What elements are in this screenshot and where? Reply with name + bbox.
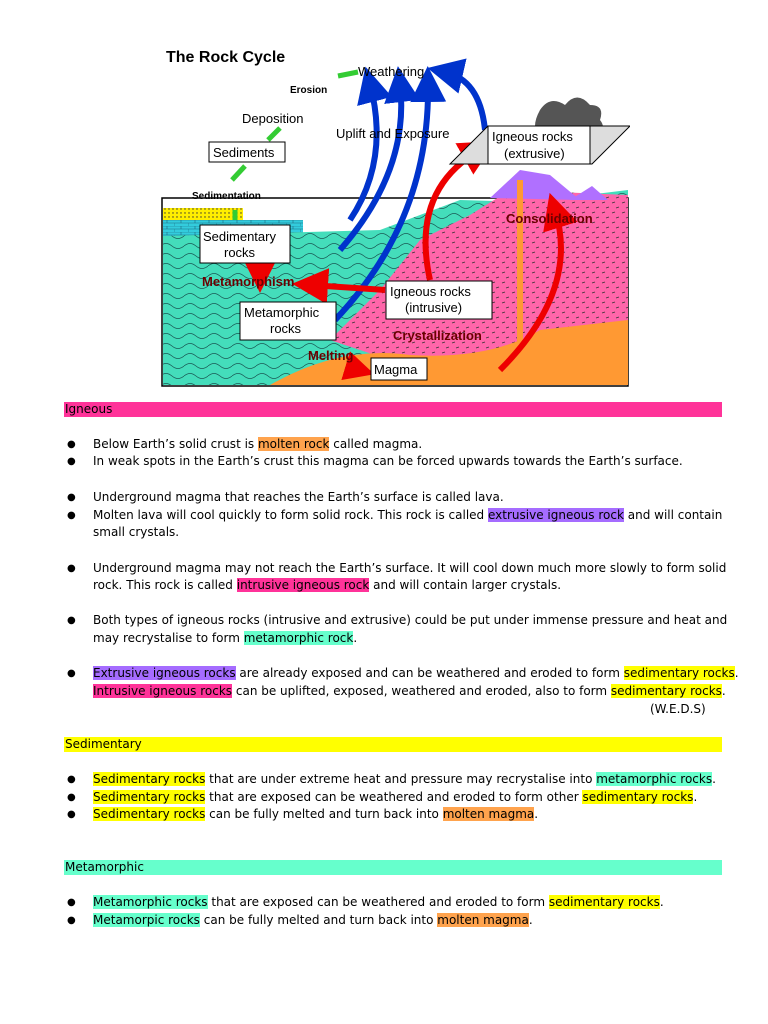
bullet: ● — [67, 897, 76, 908]
igneous-line-4-cont: small crystals. — [93, 525, 180, 539]
igneous-heading: Igneous — [64, 402, 722, 417]
bullet: ● — [67, 915, 76, 926]
igneous-line-1: Below Earth’s solid crust is molten rock… — [93, 437, 423, 451]
sedimentary-line-1: Sedimentary rocks that are under extreme… — [93, 772, 716, 786]
igneous-area — [330, 190, 628, 370]
igneous-line-2: In weak spots in the Earth’s crust this … — [93, 454, 683, 468]
igneous-line-4: Molten lava will cool quickly to form so… — [93, 508, 723, 522]
label-deposition: Deposition — [242, 111, 303, 126]
label-weathering: Weathering — [358, 64, 424, 79]
igneous-line-5: Underground magma may not reach the Eart… — [93, 561, 727, 575]
volcano — [490, 170, 580, 200]
rock-cycle-svg: The Rock Cycle W — [161, 49, 630, 387]
bullet: ● — [67, 774, 76, 785]
bullet: ● — [67, 492, 76, 503]
igneous-line-8: may recrystalise to form metamorphic roc… — [93, 631, 358, 645]
diagram-title: The Rock Cycle — [166, 49, 285, 66]
weds-note: (W.E.D.S) — [650, 702, 706, 716]
sedimentary-line-3: Sedimentary rocks can be fully melted an… — [93, 807, 539, 821]
rock-cycle-diagram: The Rock Cycle W — [160, 40, 630, 388]
bullet: ● — [67, 792, 76, 803]
sedimentary-line-2: Sedimentary rocks that are exposed can b… — [93, 790, 698, 804]
label-magma: Magma — [374, 362, 418, 377]
label-consolidation: Consolidation — [506, 211, 593, 226]
igneous-line-7: Both types of igneous rocks (intrusive a… — [93, 613, 728, 627]
label-igneous-intrusive-1: Igneous rocks — [390, 284, 471, 299]
label-igneous-intrusive-2: (intrusive) — [405, 300, 462, 315]
label-sedimentary-rocks-2: rocks — [224, 245, 256, 260]
label-crystallization: Crystallization — [393, 328, 482, 343]
label-sedimentation: Sedimentation — [192, 191, 261, 202]
igneous-line-9: Extrusive igneous rocks are already expo… — [93, 666, 739, 680]
label-metamorphic-rocks-2: rocks — [270, 321, 302, 336]
label-metamorphism: Metamorphism — [202, 274, 294, 289]
label-uplift: Uplift and Exposure — [336, 126, 449, 141]
metamorphic-line-1: Metamorphic rocks that are exposed can b… — [93, 895, 664, 909]
bullet: ● — [67, 615, 76, 626]
label-igneous-extrusive-2: (extrusive) — [504, 146, 565, 161]
label-igneous-extrusive-1: Igneous rocks — [492, 129, 573, 144]
igneous-line-10: Intrusive igneous rocks can be uplifted,… — [93, 684, 726, 698]
bullet: ● — [67, 809, 76, 820]
metamorphic-heading: Metamorphic — [64, 860, 722, 875]
label-melting: Melting — [308, 348, 354, 363]
sediment-layer — [163, 208, 243, 220]
metamorphic-line-2: Metamorpic rocks can be fully melted and… — [93, 913, 533, 927]
igneous-line-6: rock. This rock is called intrusive igne… — [93, 578, 562, 592]
bullet: ● — [67, 439, 76, 450]
label-erosion: Erosion — [290, 85, 327, 96]
sedimentary-heading: Sedimentary — [64, 737, 722, 752]
igneous-line-3: Underground magma that reaches the Earth… — [93, 490, 504, 504]
label-sediments: Sediments — [213, 145, 275, 160]
bullet: ● — [67, 563, 76, 574]
bullet: ● — [67, 456, 76, 467]
bullet: ● — [67, 510, 76, 521]
bullet: ● — [67, 668, 76, 679]
label-metamorphic-rocks-1: Metamorphic — [244, 305, 320, 320]
label-sedimentary-rocks-1: Sedimentary — [203, 229, 276, 244]
